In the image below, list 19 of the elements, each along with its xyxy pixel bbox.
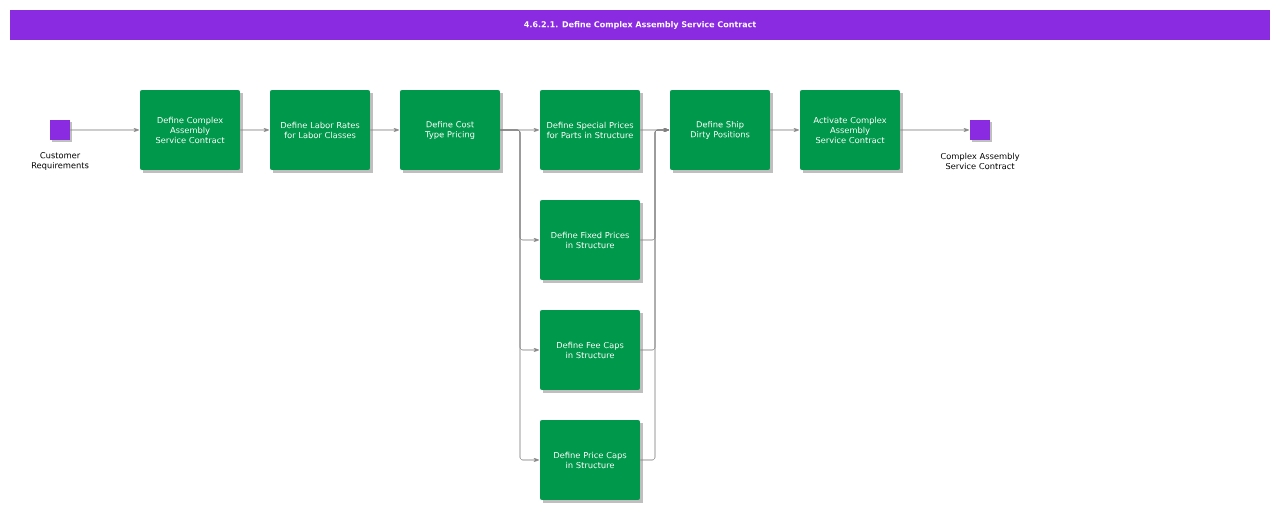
title-bar: 4.6.2.1. Define Complex Assembly Service Contract [10,10,1270,40]
terminal-label: Customer Requirements [32,152,89,170]
process-box: Define Cost Type Pricing [400,90,503,173]
arrow [899,127,969,132]
process-box: Define Price Caps in Structure [540,420,643,503]
arrow [769,127,799,132]
arrow [239,127,269,132]
process-box: Define Fee Caps in Structure [540,310,643,393]
terminal-label: Complex Assembly Service Contract [940,152,1020,170]
process-box: Activate Complex Assembly Service Contract [800,90,903,173]
arrow [639,127,669,461]
arrow [69,127,139,132]
process-box: Define Complex Assembly Service Contract [140,90,243,173]
process-box: Define Ship Dirty Positions [670,90,773,173]
process-box: Define Fixed Prices in Structure [540,200,643,283]
process-box: Define Special Prices for Parts in Structure [540,90,643,173]
process-box: Define Labor Rates for Labor Classes [270,90,373,173]
arrow [499,129,539,462]
arrow [369,127,399,132]
